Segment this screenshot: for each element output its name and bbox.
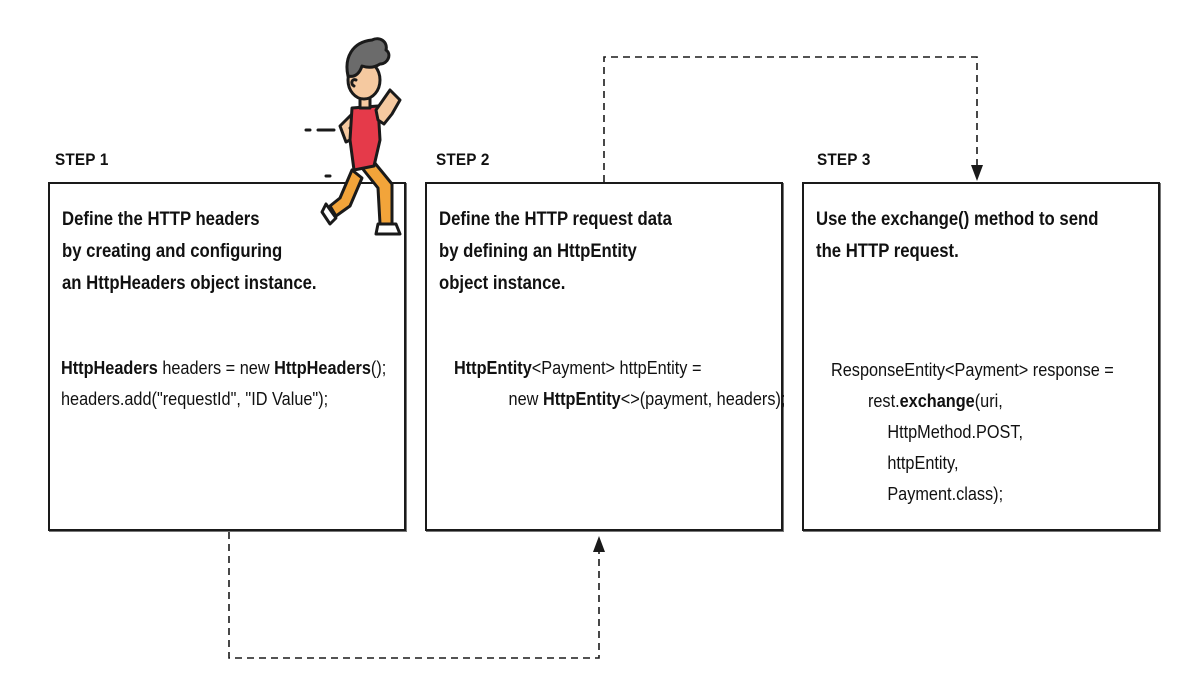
step-2-description: Define the HTTP request data by defining…	[439, 204, 672, 300]
step-3-desc-line: the HTTP request.	[816, 241, 959, 262]
step-3-description: Use the exchange() method to send the HT…	[816, 204, 1098, 268]
code-line: rest.exchange(uri,	[867, 390, 1003, 411]
step-1-description: Define the HTTP headers by creating and …	[62, 204, 317, 300]
step-3-desc-line: Use the exchange() method to send	[816, 209, 1099, 230]
code-line: headers.add("requestId", "ID Value");	[61, 388, 329, 409]
code-line: HttpEntity<Payment> httpEntity =	[454, 357, 702, 378]
arrowhead-step2	[593, 536, 605, 552]
code-line: ResponseEntity<Payment> response =	[831, 359, 1114, 380]
step-1-box: Define the HTTP headers by creating and …	[48, 182, 406, 531]
step-2-code: HttpEntity<Payment> httpEntity = new Htt…	[454, 352, 785, 414]
step-2-box: Define the HTTP request data by defining…	[425, 182, 785, 531]
step-2-desc-line: by defining an HttpEntity	[439, 241, 637, 262]
step-1-desc-line: by creating and configuring	[62, 241, 283, 262]
step-1-code: HttpHeaders headers = new HttpHeaders();…	[61, 352, 386, 414]
step-1-label: STEP 1	[55, 150, 109, 169]
running-person-icon	[304, 37, 402, 236]
step-1-desc-line: Define the HTTP headers	[62, 209, 260, 230]
step-3-box: Use the exchange() method to send the HT…	[802, 182, 1160, 531]
step-2-desc-line: Define the HTTP request data	[439, 209, 672, 230]
connector-step2-to-step3	[603, 56, 978, 182]
step-1-desc-line: an HttpHeaders object instance.	[62, 273, 317, 294]
step-3-code: ResponseEntity<Payment> response = rest.…	[831, 354, 1114, 509]
step-3-label: STEP 3	[817, 150, 871, 169]
code-line: HttpMethod.POST,	[887, 421, 1024, 442]
step-2-desc-line: object instance.	[439, 273, 566, 294]
code-line: Payment.class);	[887, 483, 1004, 504]
code-line: httpEntity,	[887, 452, 959, 473]
code-line: HttpHeaders headers = new HttpHeaders();	[61, 357, 387, 378]
connector-step1-to-step2	[228, 532, 600, 659]
arrowhead-step3	[971, 165, 983, 181]
step-2-label: STEP 2	[436, 150, 490, 169]
code-line: new HttpEntity<>(payment, headers);	[508, 388, 786, 409]
